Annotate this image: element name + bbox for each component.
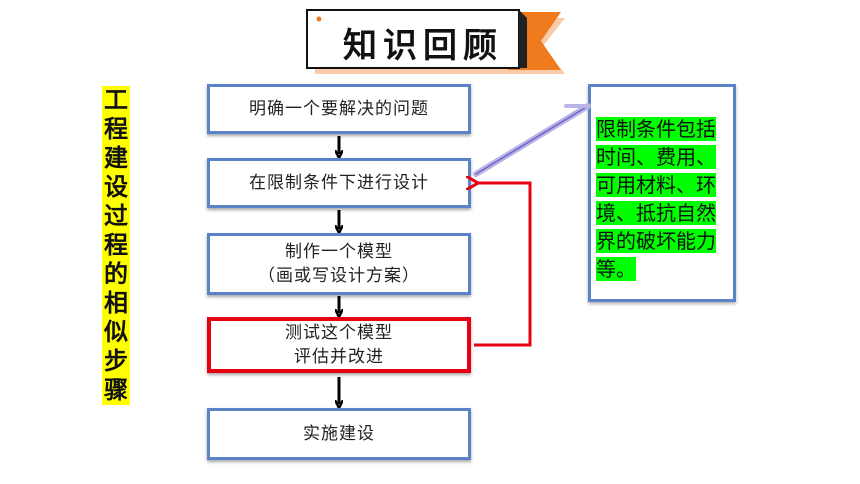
side-label-char: 程 — [102, 231, 130, 260]
side-label-char: 的 — [102, 260, 130, 289]
step-implement: 实施建设 — [207, 408, 471, 460]
side-label-char: 建 — [102, 144, 130, 173]
title-banner — [306, 9, 565, 74]
step-text: 制作一个模型 — [285, 242, 393, 262]
side-label-char: 相 — [102, 289, 130, 318]
constraints-note-text: 限制条件包括时间、费用、可用材料、环境、抵抗自然界的破坏能力等。 — [596, 117, 716, 281]
callout-pointer — [473, 103, 591, 177]
side-label-char: 工 — [102, 86, 130, 115]
step-text: 实施建设 — [303, 424, 375, 444]
feedback-arrow — [474, 183, 532, 347]
side-label-char: 设 — [102, 173, 130, 202]
step-design-under-constraints: 在限制条件下进行设计 — [207, 158, 471, 208]
step-subtext: （画或写设计方案） — [258, 266, 420, 286]
side-label-char: 过 — [102, 202, 130, 231]
constraints-note: 限制条件包括时间、费用、可用材料、环境、抵抗自然界的破坏能力等。 — [588, 84, 736, 302]
step-text: 明确一个要解决的问题 — [249, 99, 429, 119]
step-define-problem: 明确一个要解决的问题 — [207, 84, 471, 134]
step-text: 测试这个模型 — [285, 323, 393, 343]
side-label-char: 骤 — [102, 376, 130, 405]
side-label: 工程建设过程的相似步骤 — [101, 86, 131, 405]
page-title: 知识回顾 — [343, 25, 503, 66]
step-test-evaluate: 测试这个模型 评估并改进 — [207, 317, 471, 373]
step-text: 在限制条件下进行设计 — [249, 173, 429, 193]
step-build-model: 制作一个模型 （画或写设计方案） — [207, 233, 471, 295]
banner-dot-icon — [316, 16, 322, 22]
step-subtext: 评估并改进 — [294, 347, 384, 367]
side-label-char: 似 — [102, 318, 130, 347]
side-label-char: 程 — [102, 115, 130, 144]
side-label-char: 步 — [102, 347, 130, 376]
